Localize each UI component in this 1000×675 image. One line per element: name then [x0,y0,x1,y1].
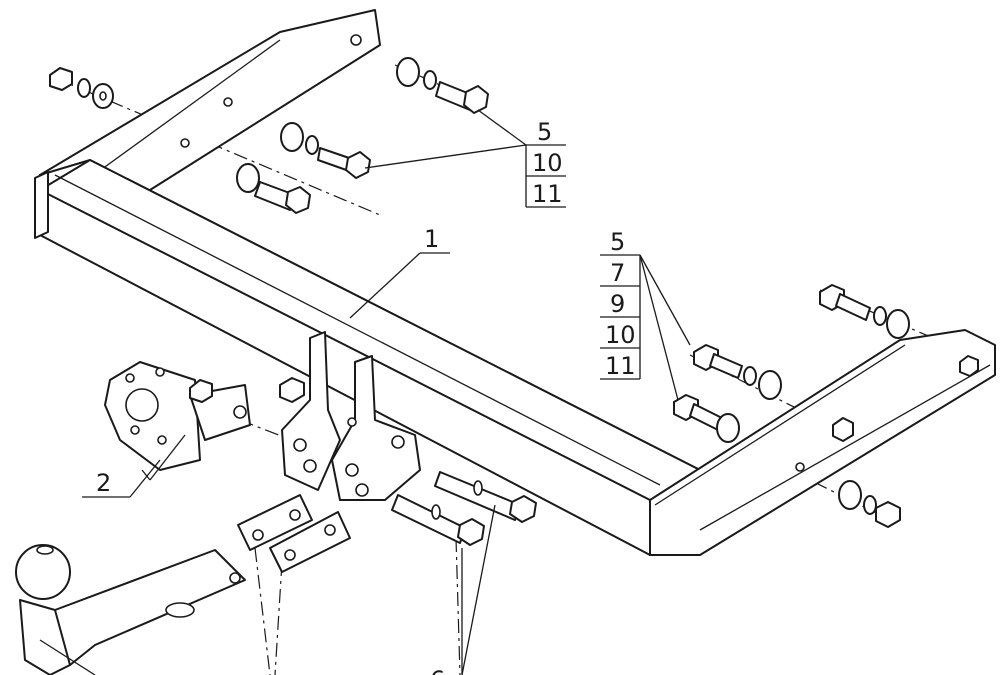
mount-hole [180,138,190,148]
hardware-right [673,284,910,528]
tow-ball-arm [15,544,246,675]
callout-label: 11 [605,352,636,380]
lock-washer [77,78,91,98]
bolt-head [457,518,485,546]
flat-washer [758,370,782,400]
bolt [709,353,743,379]
nut [189,379,213,403]
flat-washer [886,309,910,339]
lock-washer [873,306,887,326]
callout-label: 5 [610,228,625,256]
flat-washer [236,163,260,193]
callout-crossbar: 1 [420,225,450,254]
bolt-head [463,85,489,114]
lock-washer [743,366,757,386]
hitch-bolts [391,471,537,546]
callout-label: 10 [532,149,563,177]
socket-bracket [104,361,305,471]
callout-label: 9 [610,290,625,318]
lock-washer [423,70,437,90]
hitch-brackets [281,331,421,501]
bolt-head [285,186,311,214]
callout-top-right: 5 10 11 [525,118,566,208]
flat-washer [716,413,740,443]
callout-label: 11 [532,180,563,208]
left-side-plate [39,9,381,191]
mount-hole [795,462,805,472]
mount-hole [223,97,233,107]
callout-label: 2 [96,469,111,497]
hardware-top-left [49,57,489,214]
callout-label: 10 [605,321,636,349]
bolt [835,293,871,321]
callout-label: 5 [537,118,552,146]
nut [49,67,73,91]
nut [959,355,979,377]
callout-right: 5 7 9 10 11 [600,228,641,380]
nut [279,377,305,403]
bolt [434,471,521,521]
mount-hole [350,34,362,46]
right-side-plate [649,329,996,556]
bolt [254,181,296,211]
lock-washer [863,495,877,515]
bolt-head [509,495,537,523]
spacer-plates [237,494,351,573]
nut [875,501,901,528]
callout-bracket: 2 [82,459,161,498]
callout-bolts: 6 [430,504,496,675]
bolt [391,494,466,544]
callout-label: 7 [610,259,625,287]
nut [832,417,854,442]
lock-washer [305,135,319,155]
leader-lines [39,109,691,675]
tow-ball [15,544,71,600]
flat-washer [280,122,304,152]
flat-washer [838,480,862,510]
bolt-head [345,151,371,179]
callout-label: 1 [424,225,439,253]
callout-label: 6 [430,666,445,675]
flat-washer [396,57,420,87]
